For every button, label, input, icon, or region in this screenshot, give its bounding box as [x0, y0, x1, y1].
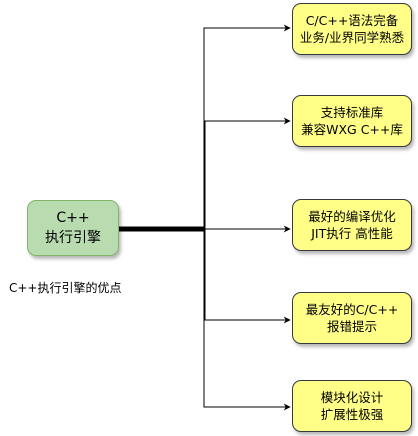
feature-node-jit: 最好的编译优化 JIT执行 高性能	[292, 199, 412, 251]
cpp-engine-node-line2: 执行引擎	[45, 230, 101, 246]
feature-node-line1: 模块化设计	[320, 390, 384, 405]
feature-node-line2: JIT执行 高性能	[311, 226, 393, 241]
feature-node-line1: C/C++语法完备	[305, 13, 399, 28]
edge-to-feature-5	[119, 230, 291, 411]
feature-node-stdlib: 支持标准库 兼容WXG C++库	[292, 95, 412, 147]
cpp-engine-node: C++ 执行引擎	[27, 200, 119, 256]
feature-node-line2: 兼容WXG C++库	[301, 122, 403, 137]
feature-node-line1: 最友好的C/C++	[305, 302, 399, 317]
edge-to-feature-2	[119, 117, 291, 229]
feature-node-errors: 最友好的C/C++ 报错提示	[292, 292, 412, 344]
cpp-engine-node-line1: C++	[56, 210, 90, 226]
feature-node-line2: 报错提示	[326, 319, 377, 334]
feature-node-line2: 业务/业界同学熟悉	[299, 30, 405, 45]
feature-node-syntax: C/C++语法完备 业务/业界同学熟悉	[292, 3, 412, 55]
feature-node-line1: 最好的编译优化	[308, 209, 396, 224]
edge-to-feature-1	[119, 24, 291, 228]
edge-to-feature-4	[119, 229, 291, 324]
feature-node-line1: 支持标准库	[320, 105, 384, 120]
diagram-caption: C++执行引擎的优点	[9, 281, 122, 295]
feature-node-line2: 扩展性极强	[320, 407, 384, 422]
feature-node-modular: 模块化设计 扩展性极强	[292, 380, 412, 432]
